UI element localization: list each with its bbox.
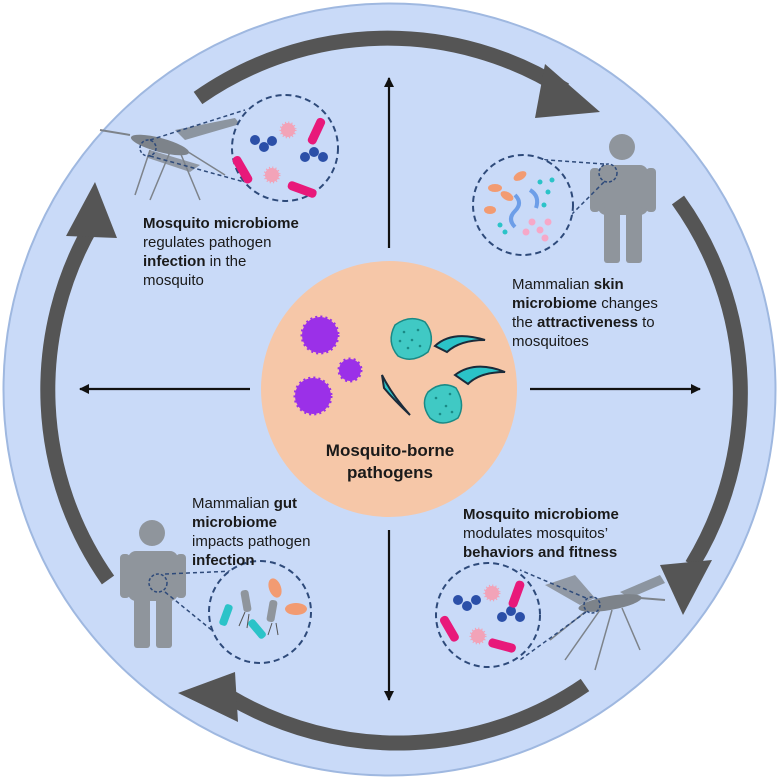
trypanosome-icon (381, 335, 506, 416)
microbe-cluster (439, 580, 525, 653)
parasite-cell-icon (423, 384, 463, 424)
virus-icon (337, 357, 363, 383)
parasite-cell-icon (390, 317, 433, 360)
zoom-circle-gut-microbiome (208, 560, 312, 664)
mosquito-icon (545, 575, 666, 671)
virus-icon (293, 376, 333, 416)
arrowhead-bottom (178, 672, 238, 722)
zoom-ring (139, 139, 157, 157)
arrowhead-top (535, 64, 600, 118)
label-mosquito-microbiome-infection: Mosquito microbiome regulates pathogen i… (143, 215, 299, 289)
arrowhead-left (66, 182, 117, 238)
zoom-circle-mosquito-microbiome (231, 94, 339, 202)
zoom-circle-skin-microbiome (472, 154, 574, 256)
microbe-cluster (219, 578, 307, 639)
cycle-arrows (40, 30, 748, 751)
arrowhead-right (660, 560, 712, 615)
zoom-lines (519, 569, 587, 661)
cycle-arc-bottom (226, 678, 590, 751)
virus-icon (300, 315, 340, 355)
microbe-cluster (232, 117, 328, 198)
zoom-ring (148, 573, 168, 593)
label-mosquito-behaviors: Mosquito microbiome modulates mosquitos’… (463, 506, 619, 561)
pathogen-cluster (293, 315, 506, 424)
cycle-arc-top (193, 30, 570, 105)
zoom-ring (598, 163, 618, 183)
cycle-arrowheads (66, 64, 712, 722)
axis-arrows (79, 77, 701, 701)
microbe-cluster (484, 171, 555, 242)
label-skin-microbiome: Mammalian skin microbiome changes the at… (512, 276, 658, 350)
cycle-arc-right (671, 195, 748, 569)
zoom-ring (583, 596, 601, 614)
zoom-lines (149, 109, 249, 184)
center-title: Mosquito-borne pathogens (325, 441, 455, 482)
cycle-arc-left (40, 221, 115, 585)
human-icon (590, 134, 656, 263)
label-gut-microbiome: Mammalian gut microbiome impacts pathoge… (192, 495, 311, 569)
